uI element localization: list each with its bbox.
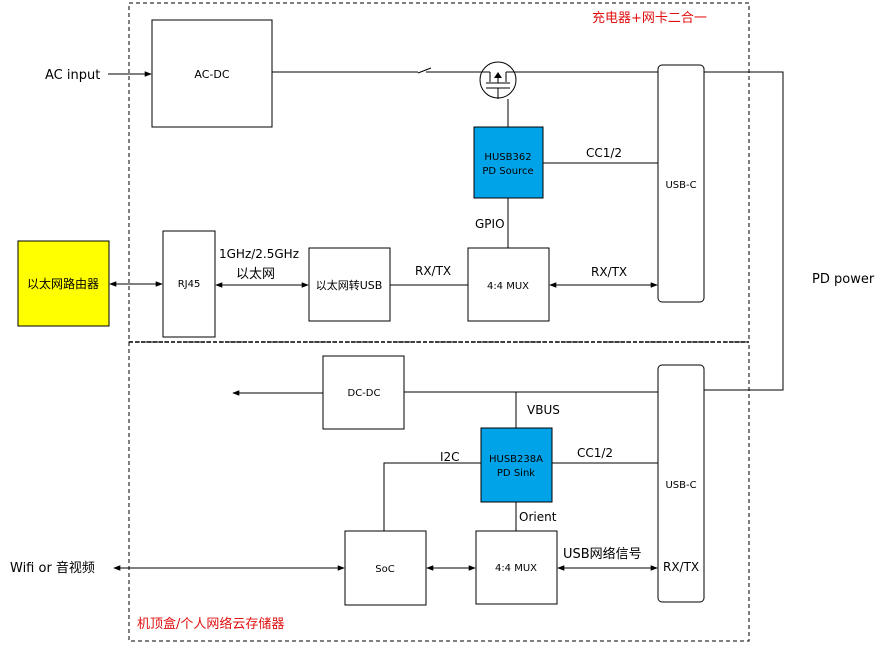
i2c-label: I2C — [440, 450, 460, 464]
usbc-bottom-label: USB-C — [665, 480, 696, 491]
router-box — [17, 240, 110, 327]
usbc-top-box — [657, 64, 705, 303]
soc-box — [344, 530, 427, 606]
ethernet-label: 以太网 — [236, 267, 275, 282]
pd-source-box — [473, 126, 544, 199]
rj45-label: RJ45 — [178, 279, 201, 290]
cc-bottom-label: CC1/2 — [577, 446, 613, 460]
pd-power-label: PD power — [812, 272, 875, 287]
usbc-bottom-box — [657, 364, 705, 603]
i2c-line — [383, 462, 481, 531]
rj45-box — [162, 230, 216, 338]
settop-section-frame — [128, 341, 750, 642]
vbus-label: VBUS — [527, 403, 560, 417]
pd-sink-box — [480, 427, 553, 503]
acdc-box — [151, 19, 273, 128]
mosfet-icon — [478, 61, 522, 99]
charger-section-title: 充电器+网卡二合一 — [592, 10, 707, 26]
acdc-label: AC-DC — [194, 68, 229, 81]
dcdc-box — [322, 355, 405, 430]
usbc-top-label: USB-C — [665, 180, 696, 191]
gpio-label: GPIO — [475, 217, 505, 231]
pd-sink-label-1: HUSB238A — [489, 454, 543, 465]
rxtx-bottom-label: RX/TX — [663, 560, 699, 574]
mux-bottom-label: 4:4 MUX — [495, 563, 537, 574]
speed-label: 1GHz/2.5GHz — [219, 247, 299, 261]
usb-signal-label: USB网络信号 — [563, 546, 642, 562]
pd-source-label-2: PD Source — [482, 166, 533, 177]
dcdc-label: DC-DC — [348, 388, 381, 399]
power-switch — [417, 67, 432, 74]
rxtx-left-label: RX/TX — [415, 264, 451, 278]
cc-top-label: CC1/2 — [586, 146, 622, 160]
pd-sink-label-2: PD Sink — [497, 468, 535, 479]
mux-top-box — [467, 247, 550, 322]
settop-section-title: 机顶盒/个人网络云存储器 — [137, 616, 284, 632]
pd-source-label-1: HUSB362 — [484, 152, 531, 163]
orient-label: Orient — [519, 510, 557, 524]
eth-to-usb-label: 以太网转USB — [316, 278, 383, 292]
router-label: 以太网路由器 — [27, 276, 99, 291]
mux-bottom-box — [475, 530, 558, 605]
pd-power-line — [704, 71, 784, 391]
mux-top-label: 4:4 MUX — [487, 281, 529, 292]
wifi-label: Wifi or 音视频 — [10, 560, 95, 576]
ac-input-label: AC input — [45, 68, 100, 83]
soc-label: SoC — [375, 564, 394, 575]
rxtx-right-label: RX/TX — [591, 265, 627, 279]
